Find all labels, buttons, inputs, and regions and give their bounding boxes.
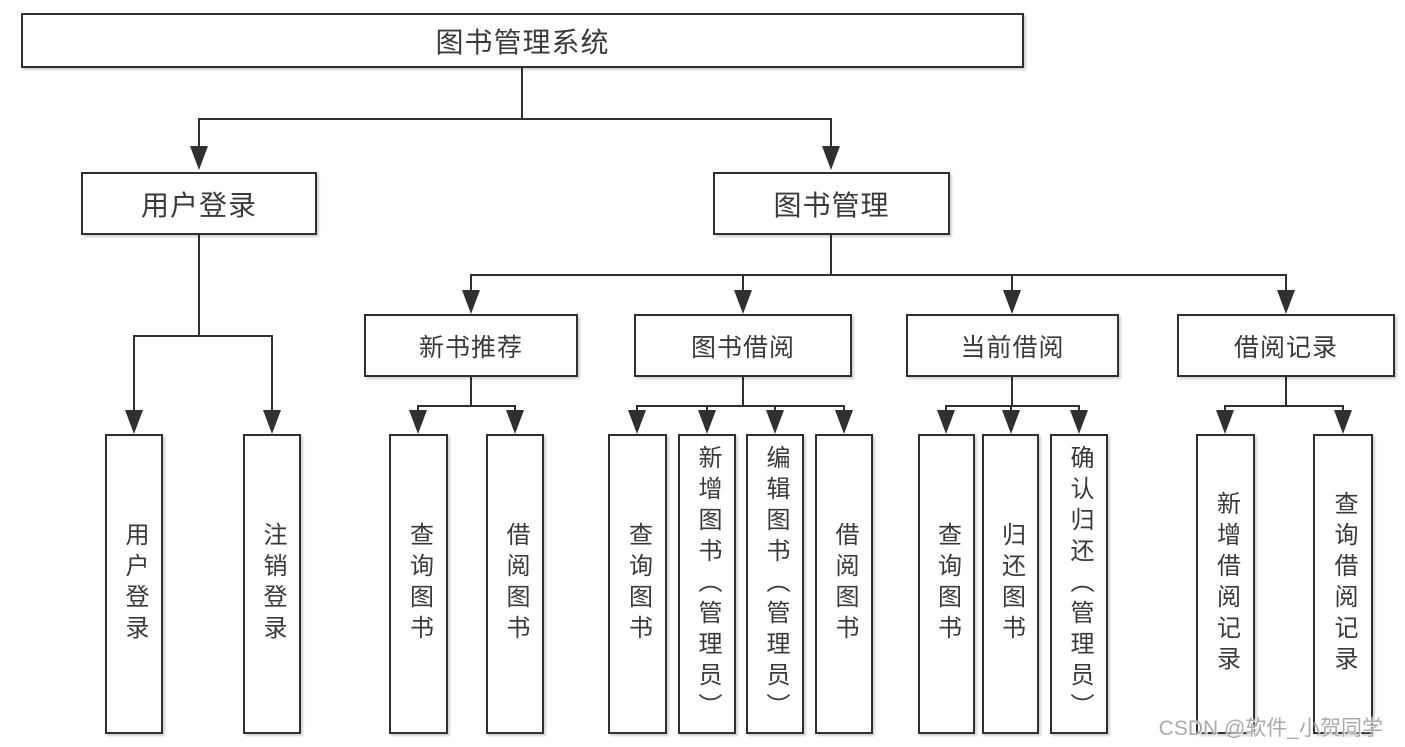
connector-line <box>514 405 516 412</box>
leaf-query-borrow-record: 查询借阅记录 <box>1313 434 1373 734</box>
leaf-label: 注销登录 <box>259 522 286 646</box>
leaf-borrow-books-2: 借阅图书 <box>815 434 873 734</box>
connector-line <box>1078 405 1080 412</box>
connector-line <box>1224 405 1344 407</box>
leaf-confirm-return-admin: 确认归还（管理员） <box>1050 434 1108 734</box>
arrow-down-icon <box>766 410 784 434</box>
arrow-down-icon <box>125 410 143 434</box>
connector-line <box>945 405 947 412</box>
node-borrow-records: 借阅记录 <box>1177 314 1395 377</box>
leaf-label: 查询借阅记录 <box>1330 491 1357 677</box>
leaf-query-books-2: 查询图书 <box>608 434 667 734</box>
leaf-query-books-3: 查询图书 <box>918 434 975 734</box>
csdn-watermark: CSDN @软件_小贺同学 <box>1158 717 1383 740</box>
arrow-down-icon <box>462 290 480 314</box>
connector-line <box>417 405 516 407</box>
leaf-logout: 注销登录 <box>243 434 301 734</box>
leaf-label: 借阅图书 <box>831 522 858 646</box>
leaf-label: 查询图书 <box>405 522 433 646</box>
connector-line <box>198 118 832 120</box>
connector-line <box>706 405 708 412</box>
node-book-management-label: 图书管理 <box>773 189 890 221</box>
arrow-down-icon <box>628 410 646 434</box>
connector-line <box>198 118 200 148</box>
leaf-label: 借阅图书 <box>502 522 529 646</box>
arrow-down-icon <box>1216 410 1234 434</box>
leaf-label: 新增图书（管理员） <box>694 444 721 724</box>
connector-line <box>133 335 135 412</box>
arrow-down-icon <box>409 410 427 434</box>
connector-line <box>1342 405 1344 412</box>
connector-line <box>271 335 273 412</box>
connector-line <box>133 335 273 337</box>
connector-line <box>470 274 1287 276</box>
connector-line <box>636 405 845 407</box>
connector-line <box>742 274 744 292</box>
node-root-label: 图书管理系统 <box>435 26 610 58</box>
connector-line <box>1010 405 1012 412</box>
node-new-book-recommend: 新书推荐 <box>364 314 578 377</box>
leaf-label: 确认归还（管理员） <box>1066 444 1093 724</box>
connector-line <box>470 377 472 405</box>
arrow-down-icon <box>506 410 524 434</box>
arrow-down-icon <box>835 410 853 434</box>
connector-line <box>742 377 744 405</box>
node-user-login-label: 用户登录 <box>140 189 257 221</box>
leaf-label: 用户登录 <box>121 522 148 646</box>
arrow-down-icon <box>1002 410 1020 434</box>
connector-line <box>636 405 638 412</box>
node-current-borrow: 当前借阅 <box>906 314 1119 377</box>
connector-line <box>1011 274 1013 292</box>
connector-line <box>470 274 472 292</box>
arrow-down-icon <box>822 146 840 170</box>
leaf-label: 编辑图书（管理员） <box>762 444 789 724</box>
arrow-down-icon <box>1277 290 1295 314</box>
connector-line <box>1011 377 1013 405</box>
connector-line <box>198 235 200 335</box>
connector-line <box>830 118 832 148</box>
arrow-down-icon <box>263 410 281 434</box>
node-borrow-records-label: 借阅记录 <box>1233 333 1338 362</box>
connector-line <box>1224 405 1226 412</box>
connector-line <box>774 405 776 412</box>
arrow-down-icon <box>734 290 752 314</box>
leaf-return-books: 归还图书 <box>982 434 1039 734</box>
connector-line <box>945 405 1080 407</box>
leaf-borrow-books-1: 借阅图书 <box>486 434 544 734</box>
leaf-label: 新增借阅记录 <box>1212 491 1240 677</box>
node-user-login: 用户登录 <box>81 172 317 235</box>
connector-line <box>843 405 845 412</box>
arrow-down-icon <box>698 410 716 434</box>
arrow-down-icon <box>190 146 208 170</box>
leaf-label: 查询图书 <box>624 522 652 646</box>
leaf-user-login: 用户登录 <box>105 434 163 734</box>
connector-line <box>830 235 832 274</box>
node-book-borrow-label: 图书借阅 <box>690 333 795 362</box>
node-new-book-recommend-label: 新书推荐 <box>418 333 523 362</box>
connector-line <box>521 68 523 118</box>
leaf-add-books-admin: 新增图书（管理员） <box>678 434 736 734</box>
connector-line <box>1285 274 1287 292</box>
node-current-borrow-label: 当前借阅 <box>960 333 1065 362</box>
leaf-label: 归还图书 <box>997 522 1025 646</box>
connector-line <box>1285 377 1287 405</box>
node-book-borrow: 图书借阅 <box>634 314 852 377</box>
leaf-query-books-1: 查询图书 <box>389 434 448 734</box>
arrow-down-icon <box>1070 410 1088 434</box>
arrow-down-icon <box>1003 290 1021 314</box>
arrow-down-icon <box>937 410 955 434</box>
arrow-down-icon <box>1334 410 1352 434</box>
connector-line <box>417 405 419 412</box>
leaf-label: 查询图书 <box>933 522 961 646</box>
node-root: 图书管理系统 <box>21 13 1024 68</box>
node-book-management: 图书管理 <box>713 172 950 235</box>
leaf-edit-books-admin: 编辑图书（管理员） <box>746 434 804 734</box>
leaf-add-borrow-record: 新增借阅记录 <box>1196 434 1255 734</box>
